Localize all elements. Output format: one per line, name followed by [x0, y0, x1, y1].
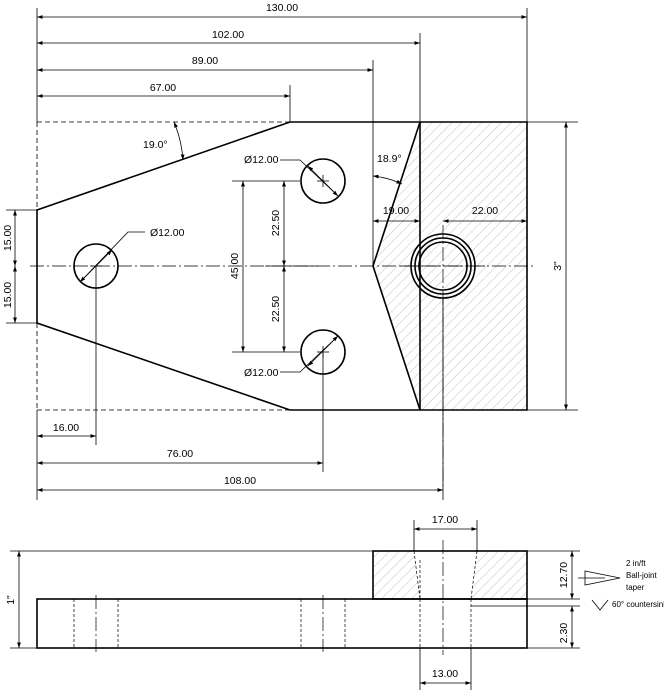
dim-15-upper: 15.00: [2, 225, 14, 251]
dim-15-lower: 15.00: [2, 282, 14, 308]
dim-67: 67.00: [150, 82, 176, 94]
dim-angle-wedge: 18.9°: [377, 153, 402, 165]
note-countersink: 60° countersink: [612, 600, 664, 609]
dim-12-70: 12.70: [558, 562, 570, 588]
dim-102: 102.00: [212, 29, 244, 41]
dim-3-inch: 3": [552, 261, 564, 271]
dim-22: 22.00: [472, 205, 498, 217]
top-view: 130.00 102.00 89.00 67.00 19.0° 18.9° Ø1…: [2, 2, 578, 500]
side-view: 17.00 12.70 1" 2.30 13.00 2 in/ft Ball-j…: [5, 514, 664, 690]
dim-19: 19.00: [383, 205, 409, 217]
base-plate: [36, 598, 528, 649]
label-hole-left: Ø12.00: [150, 227, 185, 239]
dim-angle-top: 19.0°: [143, 139, 168, 151]
boss-block: [372, 550, 528, 600]
dim-45: 45.00: [229, 253, 241, 279]
dim-17: 17.00: [432, 514, 458, 526]
dim-108: 108.00: [224, 475, 256, 487]
note-taper-3: taper: [626, 583, 645, 592]
dim-2-30: 2.30: [558, 623, 570, 644]
note-taper-1: 2 in/ft: [626, 559, 646, 568]
dim-76: 76.00: [167, 448, 193, 460]
dim-89: 89.00: [192, 55, 218, 67]
hole-top: [300, 158, 346, 204]
label-hole-bottom: Ø12.00: [244, 367, 279, 379]
dim-16: 16.00: [53, 422, 79, 434]
dim-22-50-lower: 22.50: [270, 296, 282, 322]
note-taper-2: Ball-joint: [626, 571, 657, 580]
dim-22-50-upper: 22.50: [270, 210, 282, 236]
dim-overall-length: 130.00: [266, 2, 298, 14]
label-hole-top: Ø12.00: [244, 154, 279, 166]
dim-1-inch: 1": [5, 595, 17, 605]
dim-13: 13.00: [432, 668, 458, 680]
